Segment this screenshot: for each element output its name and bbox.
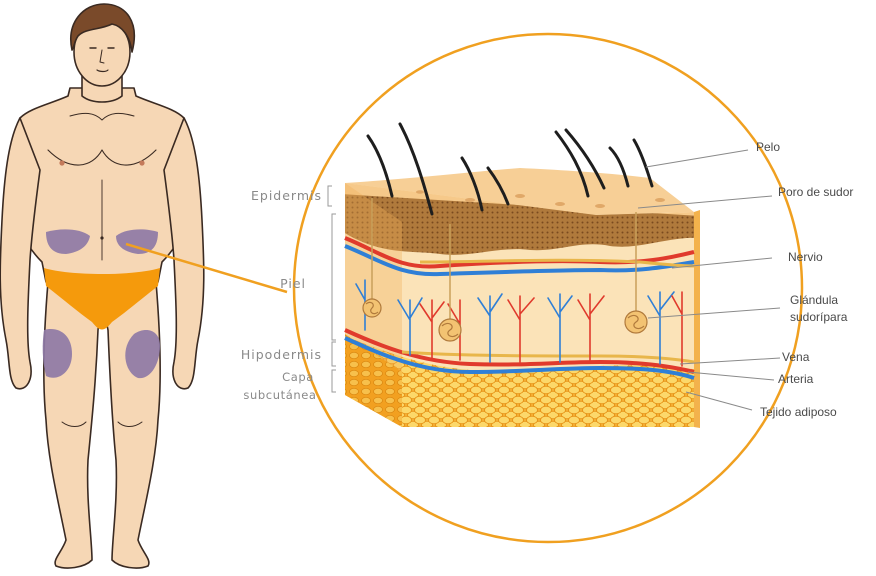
label-vena: Vena bbox=[782, 350, 810, 364]
left-arm bbox=[0, 117, 41, 390]
left-leg bbox=[43, 281, 103, 569]
zone-thigh-left bbox=[42, 329, 72, 378]
leader-lines bbox=[637, 149, 781, 411]
vein-lower bbox=[344, 336, 695, 380]
zone-buttocks-hips bbox=[44, 268, 160, 330]
label-tejido-adiposo: Tejido adiposo bbox=[760, 405, 837, 419]
label-nervio: Nervio bbox=[788, 250, 823, 264]
fat-layer bbox=[345, 334, 694, 427]
label-epidermis: Epidermis bbox=[251, 188, 322, 203]
sweat-glands bbox=[362, 298, 648, 342]
label-arteria: Arteria bbox=[778, 372, 814, 386]
label-capa-line2: subcutánea bbox=[243, 388, 316, 402]
hair-roots bbox=[371, 198, 637, 324]
label-glandula-line2: sudorípara bbox=[790, 310, 848, 324]
nerve-upper bbox=[419, 258, 695, 268]
artery-lower bbox=[344, 328, 695, 374]
label-poro-de-sudor: Poro de sudor bbox=[778, 185, 853, 199]
label-capa-line1: Capa bbox=[282, 370, 314, 384]
layer-brackets bbox=[327, 185, 336, 393]
label-glandula-line1: Glándula bbox=[790, 293, 838, 307]
label-hipodermis: Hipodermis bbox=[241, 347, 322, 362]
nerve-lower bbox=[401, 350, 695, 364]
right-leg bbox=[101, 281, 161, 569]
zoom-connector-line bbox=[125, 242, 288, 294]
pores bbox=[416, 190, 665, 208]
label-piel: Piel bbox=[280, 276, 306, 291]
hair bbox=[70, 3, 136, 53]
vein-upper bbox=[344, 244, 695, 277]
zone-thigh-right bbox=[125, 330, 160, 379]
injection-zones bbox=[42, 229, 160, 379]
zone-abdomen-right bbox=[116, 229, 158, 254]
skin-cross-section bbox=[344, 122, 700, 428]
label-pelo: Pelo bbox=[756, 140, 780, 154]
skin-block-left-face bbox=[345, 334, 402, 427]
hairs bbox=[366, 122, 654, 216]
right-arm bbox=[163, 117, 205, 390]
zone-abdomen-left bbox=[46, 229, 90, 254]
